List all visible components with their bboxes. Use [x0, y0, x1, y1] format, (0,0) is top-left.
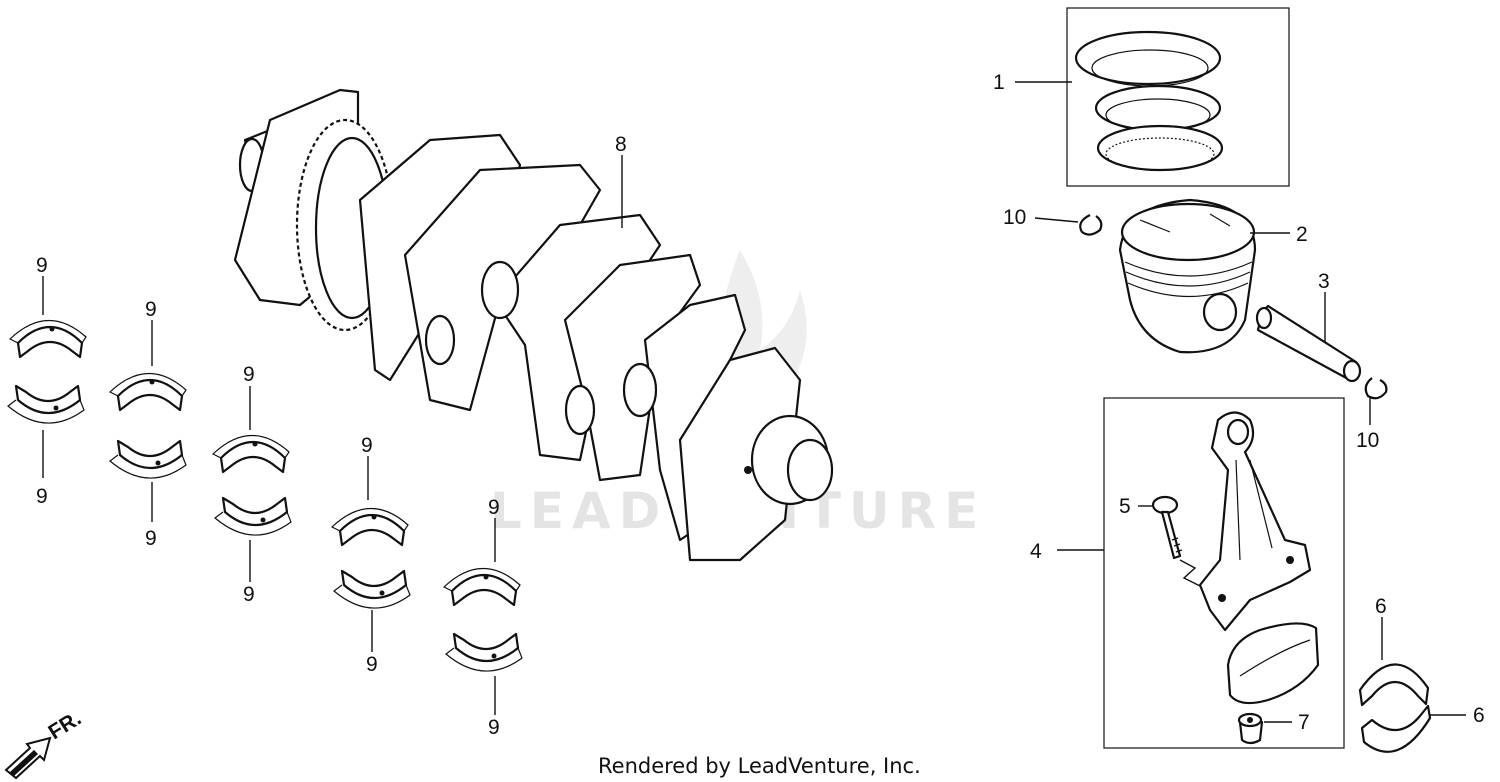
callout-1: 1	[993, 71, 1005, 94]
crankpin-bearing[interactable]	[1358, 663, 1432, 753]
crankshaft[interactable]	[233, 88, 834, 562]
rod-cap[interactable]	[1226, 622, 1320, 705]
callout-6: 6	[1473, 704, 1485, 727]
main-bearing-callouts: 9 9 9 9 9 9 9 9 9 9	[36, 254, 500, 739]
piston-pin[interactable]	[1255, 304, 1362, 383]
callout-4: 4	[1030, 540, 1042, 563]
callout-5: 5	[1119, 495, 1131, 518]
rod-bolt[interactable]	[1151, 495, 1183, 560]
callout-9: 9	[488, 716, 500, 739]
callout-9: 9	[145, 298, 157, 321]
piston[interactable]	[1118, 198, 1257, 354]
callout-10: 10	[1356, 429, 1379, 452]
pin-clip[interactable]	[1364, 377, 1388, 400]
callout-9: 9	[488, 496, 500, 519]
pin-clip[interactable]	[1079, 214, 1103, 236]
callout-9: 9	[366, 653, 378, 676]
piston-rings-box	[1066, 7, 1290, 187]
callout-9: 9	[243, 583, 255, 606]
main-bearing-leaders	[42, 276, 496, 715]
callout-6: 6	[1375, 595, 1387, 618]
callout-9: 9	[36, 254, 48, 277]
callout-7: 7	[1298, 711, 1310, 734]
callout-3: 3	[1318, 270, 1330, 293]
callout-9: 9	[145, 527, 157, 550]
footer-credit: Rendered by LeadVenture, Inc.	[598, 754, 921, 778]
callout-9: 9	[36, 485, 48, 508]
callout-9: 9	[361, 434, 373, 457]
rod-nut[interactable]	[1237, 712, 1264, 745]
piston-rings[interactable]	[1074, 30, 1224, 172]
callout-10: 10	[1003, 206, 1026, 229]
callout-2: 2	[1296, 223, 1308, 246]
front-direction-arrow-icon	[4, 736, 52, 780]
callout-8: 8	[615, 133, 627, 156]
callout-9: 9	[243, 363, 255, 386]
connecting-rod[interactable]	[1198, 411, 1312, 632]
connecting-rod-box	[1103, 397, 1345, 749]
